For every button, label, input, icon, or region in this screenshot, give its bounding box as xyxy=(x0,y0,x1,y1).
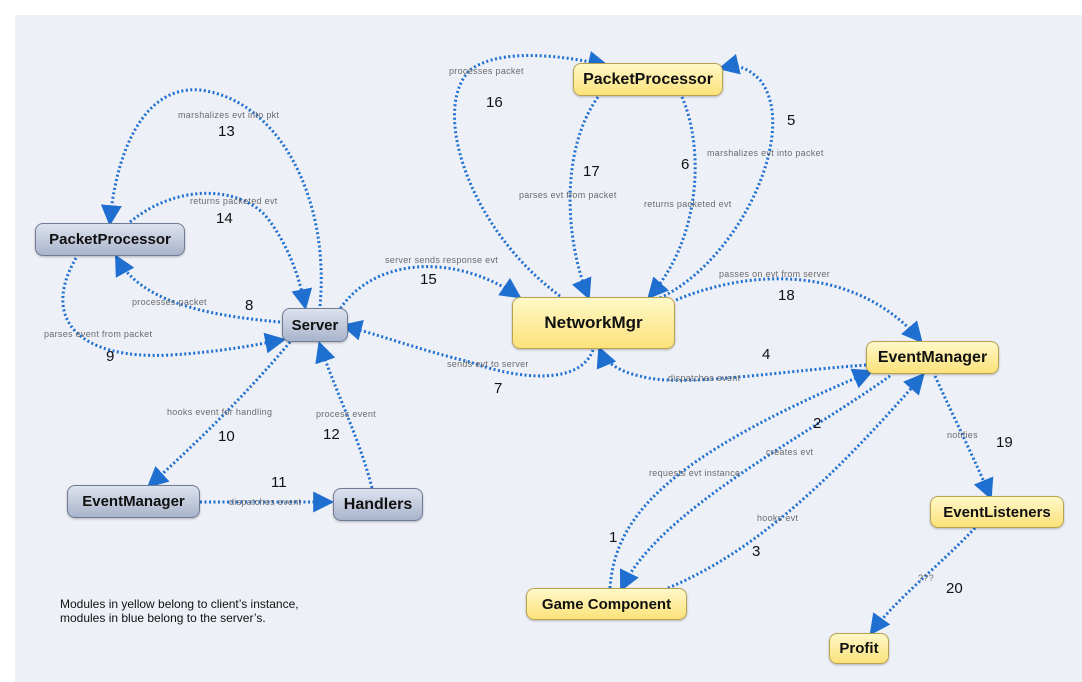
edge-label-10: hooks event for handling xyxy=(167,407,273,417)
edge-8-arrow xyxy=(114,254,281,324)
edge-label-11: dispatches event xyxy=(229,497,302,507)
legend-line-1: Modules in yellow belong to client’s ins… xyxy=(60,597,299,611)
node-server[interactable]: Server xyxy=(282,308,348,342)
step-number-1: 1 xyxy=(609,529,618,546)
step-number-11: 11 xyxy=(271,474,287,491)
step-number-5: 5 xyxy=(787,112,796,129)
step-number-14: 14 xyxy=(216,210,233,227)
node-profit[interactable]: Profit xyxy=(829,633,889,664)
step-number-16: 16 xyxy=(486,94,503,111)
edge-label-4: dispatches event xyxy=(668,373,741,383)
step-number-20: 20 xyxy=(946,580,963,597)
edge-label-5: marshalizes evt into packet xyxy=(707,148,824,158)
edge-19-arrow xyxy=(933,375,994,500)
edge-7-arrow xyxy=(340,320,595,378)
step-number-8: 8 xyxy=(245,297,254,314)
step-number-19: 19 xyxy=(996,434,1013,451)
edge-label-15: server sends response evt xyxy=(385,255,499,265)
edge-2-arrow xyxy=(619,374,891,592)
edge-label-17: parses evt from packet xyxy=(519,190,617,200)
legend-note: Modules in yellow belong to client’s ins… xyxy=(60,597,299,625)
step-number-18: 18 xyxy=(778,287,795,304)
step-number-17: 17 xyxy=(583,163,600,180)
edge-label-9: parses event from packet xyxy=(44,329,153,339)
legend-line-2: modules in blue belong to the server’s. xyxy=(60,611,266,625)
edge-label-7: sends evt to server xyxy=(447,359,529,369)
edge-18-arrow xyxy=(675,277,923,344)
step-number-6: 6 xyxy=(681,156,690,173)
edge-label-16: processes packet xyxy=(449,66,524,76)
edge-label-13: marshalizes evt into pkt xyxy=(178,110,280,120)
edge-17-arrow xyxy=(568,96,600,300)
edge-4-arrow xyxy=(596,346,867,382)
node-packetprocessor-client[interactable]: PacketProcessor xyxy=(573,63,723,96)
step-number-3: 3 xyxy=(752,543,761,560)
edge-label-12: process event xyxy=(316,409,376,419)
edge-label-20: ??? xyxy=(918,573,934,583)
edge-label-2: creates evt xyxy=(766,447,814,457)
edge-14-arrow xyxy=(129,191,313,311)
edge-label-19: notifies xyxy=(947,430,978,440)
edge-label-14: returns packeted evt xyxy=(190,196,278,206)
node-packetprocessor-server[interactable]: PacketProcessor xyxy=(35,223,185,256)
step-number-15: 15 xyxy=(420,271,437,288)
node-networkmgr[interactable]: NetworkMgr xyxy=(512,297,675,349)
step-number-4: 4 xyxy=(762,346,771,363)
node-eventmanager-client[interactable]: EventManager xyxy=(866,341,999,374)
edge-20-arrow xyxy=(869,526,977,636)
step-number-12: 12 xyxy=(323,426,340,443)
edge-5-arrow xyxy=(659,53,775,300)
edge-label-18: passes on evt from server xyxy=(719,269,831,279)
edge-label-8: processes packet xyxy=(132,297,207,307)
node-handlers[interactable]: Handlers xyxy=(333,488,423,521)
edge-12-arrow xyxy=(315,341,374,489)
edge-10-arrow xyxy=(146,341,292,488)
step-number-7: 7 xyxy=(494,380,503,397)
edge-1-arrow xyxy=(608,368,874,589)
edge-3-arrow xyxy=(667,372,925,590)
step-number-9: 9 xyxy=(106,348,115,365)
edge-label-6: returns packeted evt xyxy=(644,199,732,209)
node-game-component[interactable]: Game Component xyxy=(526,588,687,620)
edge-label-1: requests evt instance xyxy=(649,468,741,478)
step-number-10: 10 xyxy=(218,428,235,445)
edge-15-arrow xyxy=(336,265,522,313)
step-number-13: 13 xyxy=(218,123,235,140)
edge-9-arrow xyxy=(61,257,287,357)
node-eventlisteners[interactable]: EventListeners xyxy=(930,496,1064,528)
node-eventmanager-server[interactable]: EventManager xyxy=(67,485,200,518)
edge-6-arrow xyxy=(647,96,697,300)
edge-label-3: hooks evt xyxy=(757,513,799,523)
step-number-2: 2 xyxy=(813,415,822,432)
